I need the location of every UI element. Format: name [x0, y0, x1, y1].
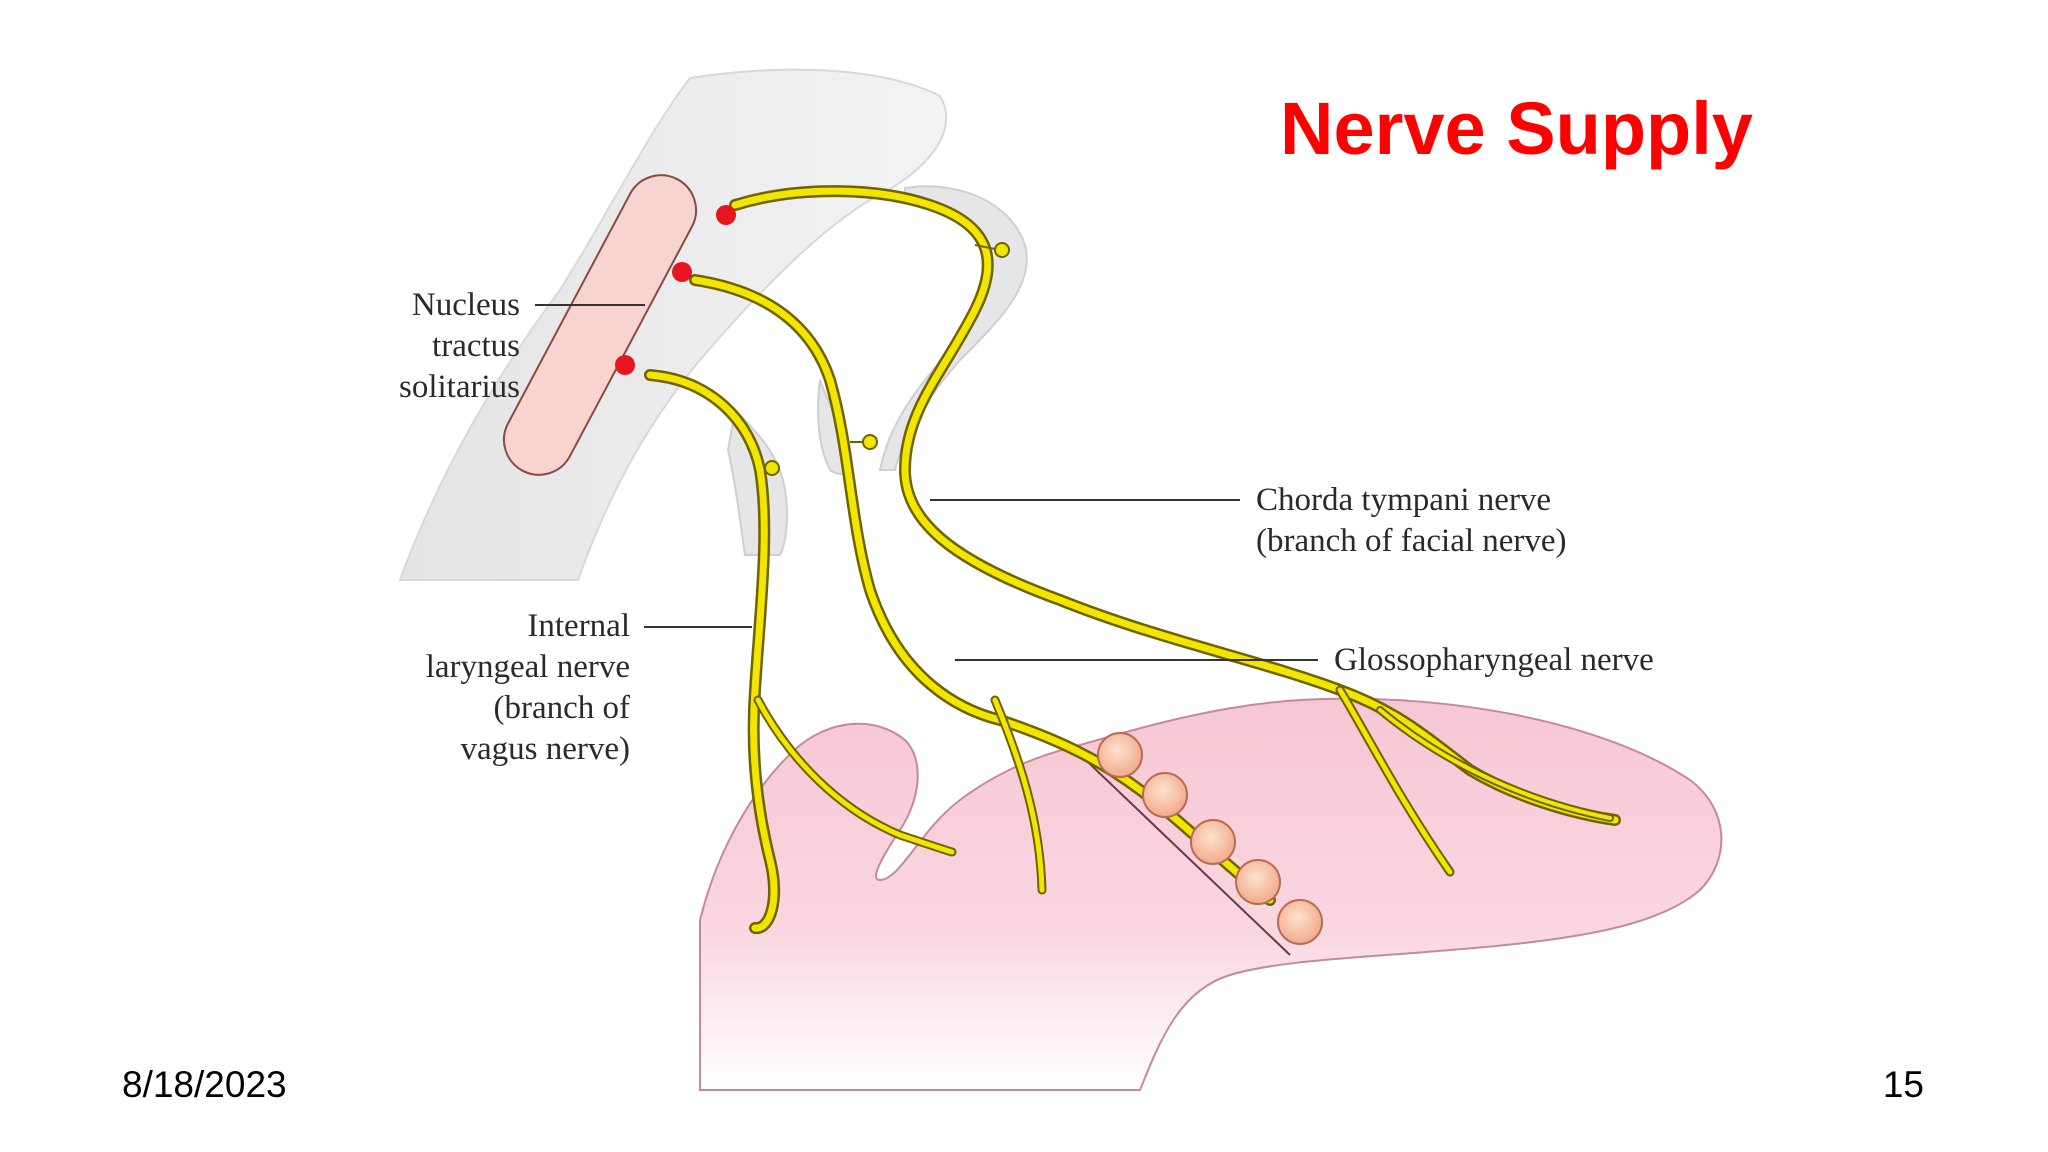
tongue-shape: [699, 697, 1723, 1091]
papilla: [1235, 859, 1281, 905]
label-chorda-tympani: Chorda tympani nerve (branch of facial n…: [1256, 480, 1567, 562]
label-line: (branch of: [493, 690, 630, 726]
label-internal-laryngeal: Internal laryngeal nerve (branch of vagu…: [300, 606, 630, 770]
papilla: [1097, 732, 1143, 778]
footer-date: 8/18/2023: [122, 1064, 287, 1105]
nucleus-tractus-solitarius: [502, 174, 698, 476]
label-line: Glossopharyngeal nerve: [1334, 642, 1654, 678]
label-line: vagus nerve): [460, 731, 630, 767]
papilla: [1190, 819, 1236, 865]
label-nucleus-tractus-solitarius: Nucleus tractus solitarius: [300, 285, 520, 408]
papilla: [1277, 899, 1323, 945]
nucleus-dot-glosso: [672, 262, 692, 282]
nucleus-dot-facial: [716, 205, 736, 225]
label-glossopharyngeal: Glossopharyngeal nerve: [1334, 640, 1654, 681]
label-line: laryngeal nerve: [425, 649, 630, 685]
internal-laryngeal-nerve: [644, 369, 957, 934]
facial-ganglion-sheath: [878, 185, 1028, 471]
label-line: Chorda tympani nerve: [1256, 482, 1552, 518]
label-line: tractus: [432, 328, 520, 364]
sulcus-terminalis-line: [1069, 744, 1291, 956]
slide-title: Nerve Supply: [1280, 87, 1753, 170]
chorda-tympani-nerve: [729, 185, 1621, 877]
label-line: (branch of facial nerve): [1256, 523, 1567, 559]
label-line: Nucleus: [411, 287, 520, 323]
nucleus-dot-vagus: [615, 355, 635, 375]
label-line: solitarius: [399, 369, 520, 405]
footer-page-number: 15: [1882, 1064, 1924, 1105]
label-line: Internal: [527, 608, 630, 644]
papilla: [1142, 772, 1188, 818]
